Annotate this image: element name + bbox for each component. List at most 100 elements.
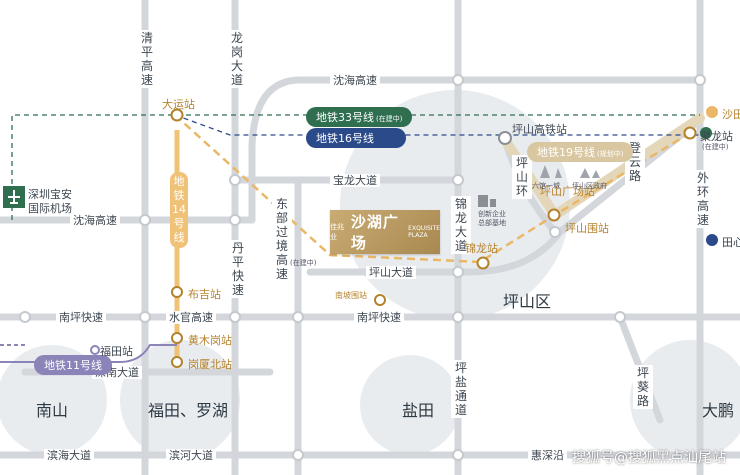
road-label-yanhai-left: 沈海高速 bbox=[70, 214, 120, 227]
station-jinlong-icon bbox=[476, 256, 490, 270]
metro-19-note: (规划中) bbox=[597, 150, 624, 158]
road-label-waihuan: 外环高速 bbox=[693, 170, 713, 228]
road-label-baolong: 宝龙大道 bbox=[330, 174, 380, 187]
station-gangxiabei-label: 岗厦北站 bbox=[188, 358, 232, 371]
metro-11-label: 地铁11号线 bbox=[44, 359, 102, 372]
metro-33-pill: 地铁33号线(在建中) bbox=[306, 107, 413, 127]
metro-33-note: (在建中) bbox=[376, 115, 403, 123]
gov-label: 坪山区政府 bbox=[572, 182, 607, 190]
station-jinlong-label: 锦龙站 bbox=[465, 242, 498, 255]
station-shatian-marker-icon bbox=[706, 106, 718, 118]
district-dapeng: 大鹏 bbox=[702, 401, 735, 420]
station-pingshanwei-label: 坪山围站 bbox=[565, 222, 609, 235]
metro-16-pill: 地铁16号线 bbox=[306, 128, 406, 148]
road-label-dongbu-note: (在建中) bbox=[290, 259, 317, 267]
hsr-station-icon bbox=[498, 131, 512, 145]
district-yantian: 盐田 bbox=[402, 401, 435, 420]
station-dayun-label: 大运站 bbox=[162, 98, 195, 111]
interchange bbox=[694, 74, 706, 86]
district-pingshan: 坪山区 bbox=[503, 292, 552, 311]
interchange bbox=[292, 311, 304, 323]
metro-16-label: 地铁16号线 bbox=[316, 132, 374, 145]
station-buji-label: 布吉站 bbox=[188, 288, 221, 301]
station-pingshan-square-label: 坪山广场站 bbox=[540, 185, 595, 198]
metro-11-pill: 地铁11号线 bbox=[34, 355, 112, 375]
interchange bbox=[229, 311, 241, 323]
metro-stations bbox=[170, 108, 697, 368]
road-label-yanhai-top: 沈海高速 bbox=[330, 74, 380, 87]
station-hsr-label: 坪山高铁站 bbox=[512, 123, 567, 136]
station-pingshanwei-icon bbox=[547, 208, 561, 222]
metro-19-label: 地铁19号线 bbox=[537, 146, 595, 159]
interchange bbox=[452, 311, 464, 323]
station-huangmugang-label: 黄木岗站 bbox=[188, 334, 232, 347]
station-futian-icon bbox=[90, 345, 100, 355]
road-label-longgang: 龙岗大道 bbox=[227, 30, 247, 88]
road-label-huiyan: 惠深沿 bbox=[528, 449, 567, 462]
metro-19-pill: 地铁19号线(规划中) bbox=[527, 142, 634, 162]
station-buji-icon bbox=[171, 286, 183, 298]
road-label-binhai: 滨海大道 bbox=[44, 449, 94, 462]
hq-landmark-icon bbox=[478, 195, 488, 207]
metro-11-line bbox=[0, 344, 177, 363]
road-label-pingyan: 坪盐通道 bbox=[451, 360, 471, 418]
station-julong-note: (在建中) bbox=[702, 143, 729, 151]
road-interchanges bbox=[19, 74, 706, 461]
station-huangmugang-icon bbox=[171, 332, 183, 344]
interchange bbox=[452, 74, 464, 86]
station-shatian-icon bbox=[683, 126, 697, 140]
metro-16-line bbox=[174, 114, 700, 136]
station-gangxiabei-icon bbox=[171, 356, 183, 368]
hq-label-line2: 总部基地 bbox=[478, 219, 506, 227]
airport-label-line1: 深圳宝安 bbox=[28, 188, 72, 201]
station-nanbu-label: 南坡围站 bbox=[335, 291, 367, 300]
interchange bbox=[229, 214, 241, 226]
interchange bbox=[614, 311, 626, 323]
metro-33-label: 地铁33号线 bbox=[316, 111, 374, 124]
road-label-pingkui: 坪葵路 bbox=[633, 365, 653, 409]
road-label-nanping-right: 南坪快速 bbox=[354, 311, 404, 324]
interchange bbox=[19, 311, 31, 323]
station-tianxin-label: 田心 bbox=[722, 236, 740, 249]
station-dayun-icon bbox=[170, 108, 184, 122]
gov-landmark-icon bbox=[580, 168, 600, 178]
station-futian-label: 福田站 bbox=[100, 345, 133, 358]
interchange bbox=[452, 174, 464, 186]
station-julong-icon bbox=[700, 127, 712, 139]
interchange bbox=[229, 174, 241, 186]
project-en-line1: EXQUISITE bbox=[408, 225, 440, 232]
airport-plane-glyph bbox=[8, 190, 20, 204]
watermark: 搜狐号@搜狐黑点汕尾站 bbox=[572, 450, 726, 466]
road-label-binhe: 滨河大道 bbox=[166, 449, 216, 462]
project-name: 沙湖广场 bbox=[350, 213, 399, 252]
station-tianxin-icon bbox=[706, 234, 718, 246]
liuyue-label: 六馆一城 bbox=[532, 182, 560, 190]
project-brand: 佳兆业 bbox=[330, 223, 344, 241]
interchange bbox=[452, 266, 464, 278]
airport-label-line2: 国际机场 bbox=[28, 202, 72, 215]
station-nanbu-icon bbox=[374, 294, 386, 306]
liuyue-landmark-icon bbox=[540, 165, 562, 178]
district-futian-luohu: 福田、罗湖 bbox=[148, 401, 229, 420]
station-shatian-label: 沙田 bbox=[722, 108, 740, 121]
yantian-district-circle bbox=[360, 355, 460, 455]
hq-landmark-icon-2 bbox=[490, 199, 496, 207]
dapeng-district-circle bbox=[630, 340, 740, 460]
road-label-shuiguan: 水官高速 bbox=[166, 311, 216, 324]
project-en-line2: PLAZA bbox=[408, 232, 428, 239]
interchange bbox=[292, 449, 304, 461]
metro-14-pill: 地铁14号线 bbox=[170, 172, 188, 248]
yanhai-expressway-top bbox=[248, 76, 704, 149]
interchange bbox=[139, 311, 151, 323]
road-label-qingping: 清平高速 bbox=[137, 30, 157, 88]
road-label-nanping-left: 南坪快速 bbox=[56, 311, 106, 324]
interchange bbox=[452, 449, 464, 461]
hq-label-line1: 创新企业 bbox=[478, 210, 506, 218]
district-nanshan: 南山 bbox=[36, 401, 69, 420]
road-label-danping: 丹平快速 bbox=[228, 240, 248, 298]
road-label-dongbu: 东部过境高速 bbox=[272, 196, 292, 282]
interchange bbox=[139, 214, 151, 226]
